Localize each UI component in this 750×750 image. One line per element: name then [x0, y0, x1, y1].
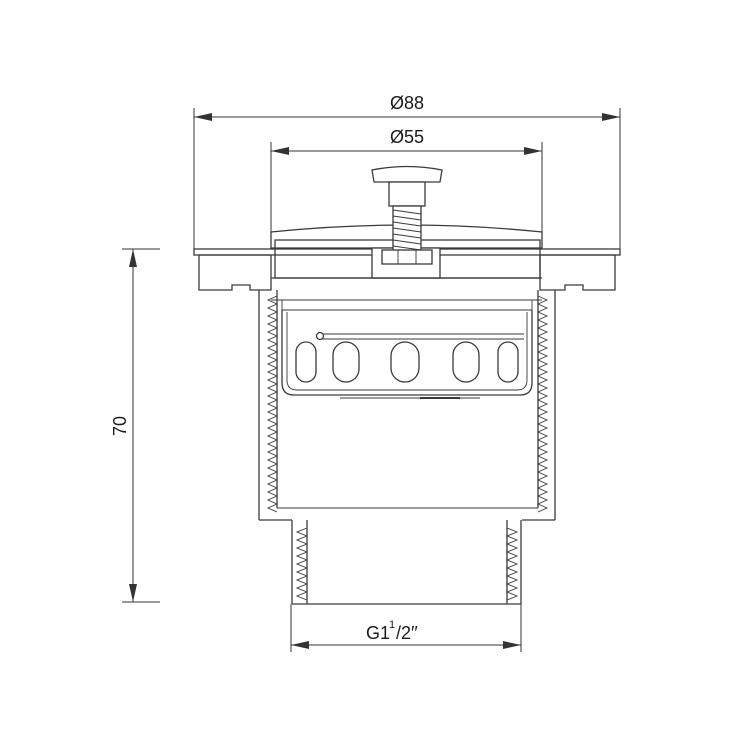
dimension-inner-diameter: Ø55 — [270, 127, 543, 232]
strainer-basket — [271, 299, 542, 399]
outer-diameter-label: Ø88 — [390, 93, 424, 113]
thread-label-main: G1 — [366, 623, 390, 643]
thread-label-sup: 1 — [389, 619, 395, 631]
stem-thread — [392, 221, 422, 227]
dimension-outer-diameter: Ø88 — [193, 93, 621, 250]
outlet-threads — [295, 527, 519, 601]
knob-stem — [371, 165, 443, 265]
left-body-thread — [266, 295, 279, 513]
height-label: 70 — [110, 416, 130, 436]
stem-thread — [392, 209, 422, 215]
body-threads — [266, 295, 549, 513]
thread-label-rest: /2′′ — [396, 623, 418, 643]
dimension-height: 70 — [110, 248, 160, 603]
stem-thread — [392, 239, 422, 245]
right-body-thread — [536, 295, 549, 513]
left-pipe-thread — [295, 527, 309, 601]
outlet-pipe — [291, 520, 522, 605]
stem-thread — [392, 233, 422, 239]
stem-thread — [392, 215, 422, 221]
body-shell — [258, 290, 556, 521]
dimension-thread: G1 1 /2′′ — [290, 604, 522, 652]
right-pipe-thread — [505, 527, 519, 601]
inner-diameter-label: Ø55 — [390, 127, 424, 147]
stem-thread — [392, 245, 422, 251]
stem-thread — [392, 227, 422, 233]
